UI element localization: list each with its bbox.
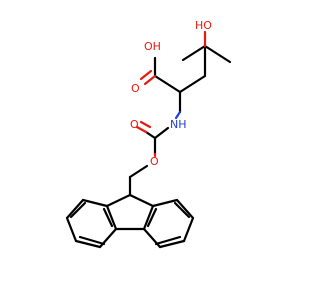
bond-right-ring-inner-3 bbox=[146, 207, 158, 228]
bond-right-ring-inner-1 bbox=[154, 235, 182, 246]
bond-left-ring-5 bbox=[65, 198, 85, 220]
carbon-bonds bbox=[65, 44, 232, 249]
hydroxyl-label: HO bbox=[195, 19, 212, 32]
bond-c9-right bbox=[128, 193, 155, 208]
bond-acid-carbonyl-a bbox=[143, 74, 157, 86]
bond-left-ring-3 bbox=[74, 239, 102, 249]
heteroatom-bonds bbox=[135, 30, 207, 158]
bond-left-ring-inner-1 bbox=[78, 235, 106, 246]
bond-c9-left bbox=[105, 193, 132, 208]
structure-diagram: HO OH O NH O O bbox=[65, 19, 232, 249]
bond-quaternary-c-methyl1 bbox=[203, 44, 232, 64]
bond-left-ring-6 bbox=[81, 198, 109, 208]
bond-left-ring-inner-3 bbox=[102, 207, 114, 228]
bond-right-ring-inner-2 bbox=[173, 201, 191, 219]
acid-oh-label: OH bbox=[144, 40, 161, 53]
bond-carbamate-carbonyl-b bbox=[139, 120, 152, 129]
bond-acid-carbonyl-b bbox=[139, 69, 153, 81]
bond-quaternary-c-methyl2 bbox=[181, 44, 207, 62]
ester-o-label: O bbox=[150, 155, 159, 168]
bond-right-ring-1 bbox=[142, 204, 155, 231]
bond-ester-ch2 bbox=[128, 164, 149, 179]
bond-left-ring-4 bbox=[65, 216, 78, 243]
bond-carbamate-c-carbonyl bbox=[144, 130, 157, 140]
bond-right-ring-5 bbox=[175, 198, 195, 220]
carbamate-carbonyl-o-label: O bbox=[130, 118, 139, 131]
atom-labels: HO OH O NH O O bbox=[130, 19, 212, 168]
bond-right-ring-4 bbox=[182, 216, 195, 243]
bond-alpha-acid-c bbox=[153, 74, 182, 94]
bond-n-carbamate-c bbox=[153, 126, 170, 140]
bond-n-segment bbox=[174, 110, 182, 120]
amide-n-label: NH bbox=[170, 118, 187, 131]
bond-right-ring-6 bbox=[151, 198, 179, 208]
acid-carbonyl-o-label: O bbox=[131, 82, 140, 95]
bond-left-ring-1 bbox=[105, 204, 118, 231]
bond-right-ring-3 bbox=[158, 239, 186, 249]
bond-ch2-alpha bbox=[178, 74, 207, 94]
bond-carbamate-carbonyl-a bbox=[135, 125, 148, 134]
bond-left-ring-inner-2 bbox=[69, 201, 87, 219]
